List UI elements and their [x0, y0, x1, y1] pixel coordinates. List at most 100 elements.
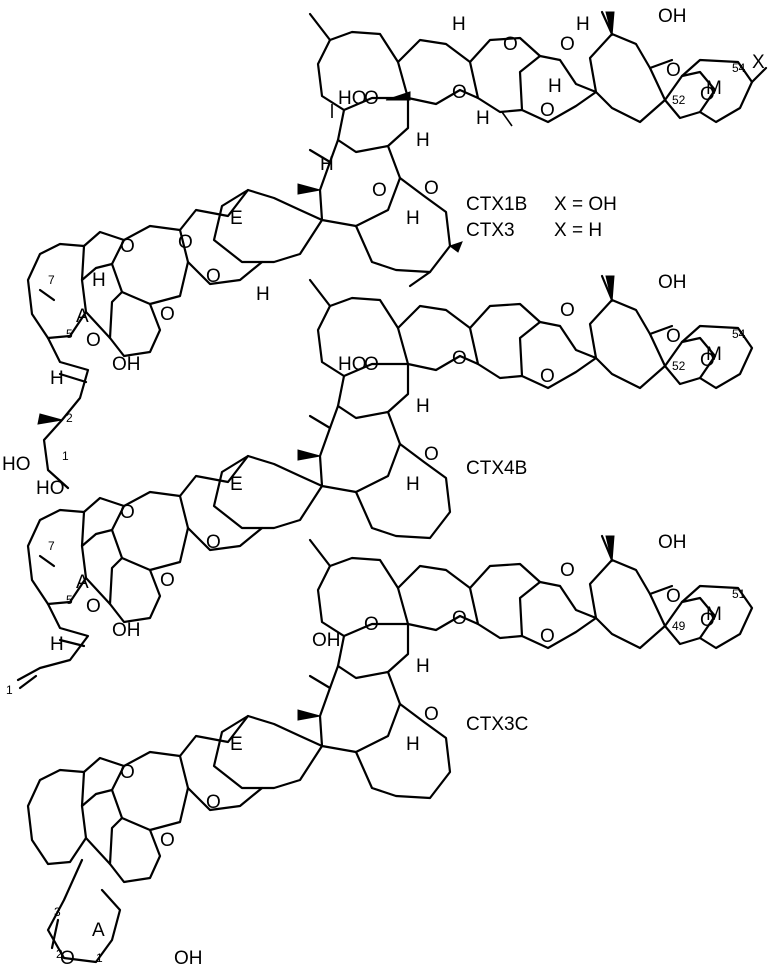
locant-2: 2 [56, 947, 63, 961]
oxygen-label: O [452, 348, 467, 369]
hydrogen-label: H [50, 634, 64, 655]
oxygen-label: O [178, 232, 193, 253]
hydrogen-label: H [406, 208, 420, 229]
ring-a-label: A [76, 572, 89, 593]
oxygen-label: O [372, 180, 387, 201]
oxygen-label: O [364, 88, 379, 109]
ring-m-label: M [706, 344, 722, 365]
hydrogen-label: H [416, 396, 430, 417]
ring-m-label: M [706, 604, 722, 625]
hydroxyl-label: OH [658, 6, 687, 27]
oxygen-label: O [424, 704, 439, 725]
x-substituent-label: X [752, 52, 765, 73]
hydrogen-label: H [320, 154, 334, 175]
compound-labels: CTX1B X = OH CTX3 X = H CTX4B CTX3C [466, 194, 617, 735]
oxygen-label: O [206, 792, 221, 813]
atom-labels-ctx1b: OH O O O O O O O O O O O O O O HO OH HO … [2, 6, 765, 499]
hydroxyl-left-label: HO [338, 354, 367, 375]
ring-a-label: A [76, 306, 89, 327]
ring-e-label: E [230, 734, 243, 755]
locant-51: 51 [732, 587, 746, 601]
oxygen-label: O [666, 60, 681, 81]
locant-5: 5 [66, 593, 73, 607]
oxygen-label: O [60, 948, 75, 968]
ring-a-label: A [92, 920, 105, 941]
hydrogen-label: H [576, 14, 590, 35]
hydroxyl-left-label: HO [36, 478, 65, 499]
oxygen-label: O [206, 266, 221, 287]
hydroxyl-label: OH [312, 630, 341, 651]
hydrogen-label: H [416, 656, 430, 677]
molecule-ctx4b [16, 274, 754, 690]
locant-1: 1 [96, 951, 103, 965]
oxygen-label: O [503, 34, 518, 55]
hydroxyl-label: OH [112, 620, 141, 641]
oxygen-label: O [700, 84, 715, 105]
hydroxyl-label: OH [658, 532, 687, 553]
locant-54: 54 [732, 61, 746, 75]
oxygen-label: O [120, 762, 135, 783]
hydrogen-label: H [406, 734, 420, 755]
oxygen-label: O [160, 570, 175, 591]
hydrogen-label: H [416, 130, 430, 151]
locant-54: 54 [732, 327, 746, 341]
hydroxyl-label: OH [112, 354, 141, 375]
oxygen-label: O [120, 502, 135, 523]
oxygen-label: O [666, 586, 681, 607]
locant-7: 7 [48, 539, 55, 553]
ring-m-label: M [706, 78, 722, 99]
hydroxyl-label: OH [658, 272, 687, 293]
hydrogen-label: H [92, 270, 106, 291]
hydrogen-label: H [548, 76, 562, 97]
oxygen-label: O [86, 330, 101, 351]
hydroxyl-label: OH [174, 948, 203, 968]
compound-name-ctx4b: CTX4B [466, 458, 527, 479]
hydroxyl-left-label: HO [2, 454, 31, 475]
hydrogen-label: H [50, 368, 64, 389]
compound-name-ctx3c: CTX3C [466, 714, 528, 735]
molecule-ctx1b [26, 10, 768, 490]
hydrogen-label: H [256, 284, 270, 305]
oxygen-label: O [364, 614, 379, 635]
atom-labels-ctx3c: OH O O O O O O O O O O O OH OH M E A H H… [54, 532, 746, 968]
locant-1: 1 [6, 683, 13, 697]
compound-name-ctx1b: CTX1B [466, 194, 527, 215]
hydrogen-label: H [452, 14, 466, 35]
oxygen-label: O [424, 444, 439, 465]
oxygen-label: O [160, 830, 175, 851]
hydroxyl-left-label: HO [338, 88, 367, 109]
ring-e-label: E [230, 474, 243, 495]
locant-1: 1 [62, 449, 69, 463]
oxygen-label: O [700, 350, 715, 371]
oxygen-label: O [666, 326, 681, 347]
oxygen-label: O [700, 610, 715, 631]
compound-substituent-ctx1b: X = OH [554, 194, 617, 215]
oxygen-label: O [206, 532, 221, 553]
locant-52: 52 [672, 359, 686, 373]
locant-5: 5 [66, 327, 73, 341]
oxygen-label: O [540, 366, 555, 387]
locant-3: 3 [54, 905, 61, 919]
oxygen-label: O [86, 596, 101, 617]
locant-2: 2 [66, 411, 73, 425]
hydrogen-label: H [476, 108, 490, 129]
locant-49: 49 [672, 619, 686, 633]
compound-name-ctx3: CTX3 [466, 220, 515, 241]
compound-substituent-ctx3: X = H [554, 220, 602, 241]
ring-e-label: E [230, 208, 243, 229]
molecule-ctx3c [26, 534, 754, 964]
oxygen-label: O [120, 236, 135, 257]
locant-52: 52 [672, 93, 686, 107]
locant-7: 7 [48, 273, 55, 287]
oxygen-label: O [160, 304, 175, 325]
oxygen-label: O [424, 178, 439, 199]
oxygen-label: O [540, 626, 555, 647]
oxygen-label: O [540, 100, 555, 121]
oxygen-label: O [560, 300, 575, 321]
oxygen-label: O [560, 560, 575, 581]
oxygen-label: O [452, 608, 467, 629]
oxygen-label: O [364, 354, 379, 375]
oxygen-label: O [452, 82, 467, 103]
